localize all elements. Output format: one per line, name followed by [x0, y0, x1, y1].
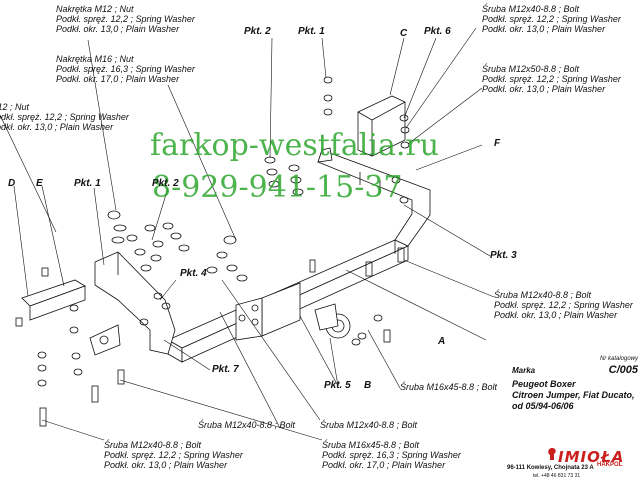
- callout-line: Podkł. okr. 13,0 ; Plain Washer: [56, 24, 180, 34]
- vehicle-model-line: od 05/94-06/06: [512, 401, 574, 411]
- company-phone: tel. +48 46 831 73 31: [533, 473, 581, 479]
- callout-bolt-top-right-1: Śruba M12x40-8.8 ; Bolt Podkł. spręż. 12…: [482, 4, 621, 34]
- callout-line: Podkł. okr. 17,0 ; Plain Washer: [56, 74, 180, 84]
- bolts: [15, 247, 405, 427]
- logo-sub: HAKPOL: [597, 462, 623, 468]
- vehicle-model-line: Peugeot Boxer: [512, 379, 576, 389]
- small-plate: [89, 324, 121, 356]
- label-pkt5: Pkt. 5: [324, 380, 351, 391]
- callout-line: Podkł. spręż. 12,2 ; Spring Washer: [56, 14, 195, 24]
- part-letter-b: B: [364, 380, 372, 391]
- callout-line: Śruba M12x40-8.8 ; Bolt: [482, 4, 580, 14]
- callout-bolt-m12-mid-2: Śruba M12x40-8.8 ; Bolt: [320, 420, 417, 430]
- label-pkt4: Pkt. 4: [180, 268, 207, 279]
- vehicle-model-line: Citroen Jumper, Fiat Ducato,: [512, 390, 635, 400]
- catalog-row: Marka C/005: [512, 364, 638, 376]
- title-block: Nr katalogowy Marka C/005 Peugeot Boxer …: [512, 356, 638, 412]
- watermark-website: farkop-westfalia.ru: [150, 128, 440, 163]
- logo-name: IMIOŁA: [558, 448, 625, 466]
- callout-line: Podkł. spręż. 12,2 ; Spring Washer: [104, 450, 243, 460]
- callout-line: Śruba M16x45-8.8 ; Bolt: [322, 440, 420, 450]
- callout-line: Podkł. spręż. 16,3 ; Spring Washer: [56, 64, 195, 74]
- callout-bolt-right: Śruba M12x40-8.8 ; Bolt Podkł. spręż. 12…: [494, 290, 633, 320]
- callout-line: Podkł. okr. 13,0 ; Plain Washer: [0, 122, 114, 132]
- callout-bolt-bottom-mid: Śruba M16x45-8.8 ; Bolt Podkł. spręż. 16…: [322, 440, 461, 470]
- callout-bolt-top-right-2: Śruba M12x50-8.8 ; Bolt Podkł. spręż. 12…: [482, 64, 621, 94]
- callout-line: Podkł. spręż. 12,2 ; Spring Washer: [482, 74, 621, 84]
- callout-line: Podkł. okr. 13,0 ; Plain Washer: [494, 310, 618, 320]
- callout-bolt-m16-single: Śruba M16x45-8.8 ; Bolt: [400, 382, 497, 392]
- top-bracket: [357, 95, 406, 157]
- catalog-number: C/005: [608, 364, 638, 376]
- label-pkt6: Pkt. 6: [424, 26, 451, 37]
- part-letter-e: E: [36, 178, 43, 189]
- callout-line: Podkł. okr. 13,0 ; Plain Washer: [104, 460, 228, 470]
- callout-left-partial: M12 ; Nut Podkł. spręż. 12,2 ; Spring Wa…: [0, 102, 129, 132]
- callout-bolt-m12-mid-1: Śruba M12x40-8.8 ; Bolt: [198, 420, 295, 430]
- part-letter-d: D: [8, 178, 16, 189]
- callout-nut-m16: Nakrętka M16 ; Nut Podkł. spręż. 16,3 ; …: [56, 54, 195, 84]
- callout-line: Śruba M12x40-8.8 ; Bolt: [494, 290, 592, 300]
- watermark-phone: 8-929-941-15-37: [152, 170, 403, 205]
- vehicle-models: Peugeot Boxer Citroen Jumper, Fiat Ducat…: [512, 379, 638, 412]
- callout-line: Śruba M12x40-8.8 ; Bolt: [104, 440, 202, 450]
- label-pkt7: Pkt. 7: [212, 364, 239, 375]
- callout-line: Śruba M12x50-8.8 ; Bolt: [482, 64, 580, 74]
- callout-line: Podkł. spręż. 16,3 ; Spring Washer: [322, 450, 461, 460]
- callout-line: Śruba M16x45-8.8 ; Bolt: [400, 382, 498, 392]
- make-label: Marka: [512, 366, 536, 375]
- hitch-logo-icon: [548, 448, 556, 460]
- callout-line: M12 ; Nut: [0, 102, 30, 112]
- left-bracket: [21, 251, 176, 355]
- callout-line: Nakrętka M16 ; Nut: [56, 54, 134, 64]
- callout-line: Podkł. okr. 17,0 ; Plain Washer: [322, 460, 446, 470]
- label-pkt3: Pkt. 3: [490, 250, 517, 261]
- callout-line: Podkł. spręż. 12,2 ; Spring Washer: [494, 300, 633, 310]
- catalog-label: Nr katalogowy: [599, 356, 638, 362]
- callout-line: Śruba M12x40-8.8 ; Bolt: [198, 420, 296, 430]
- label-pkt2-left: Pkt. 2: [152, 178, 179, 189]
- label-pkt2-top: Pkt. 2: [244, 26, 271, 37]
- part-letter-a: A: [438, 336, 446, 347]
- part-letter-c: C: [400, 28, 408, 39]
- part-letter-f: F: [494, 138, 501, 149]
- label-pkt1-top: Pkt. 1: [298, 26, 325, 37]
- callout-line: Podkł. spręż. 12,2 ; Spring Washer: [0, 112, 129, 122]
- callout-line: Śruba M12x40-8.8 ; Bolt: [320, 420, 418, 430]
- label-pkt1-left: Pkt. 1: [74, 178, 101, 189]
- company-address: 96-111 Kowiesy, Chojnata 23 A: [507, 465, 594, 471]
- callout-line: Podkł. okr. 13,0 ; Plain Washer: [482, 84, 606, 94]
- callout-bolt-bottom-left: Śruba M12x40-8.8 ; Bolt Podkł. spręż. 12…: [104, 440, 243, 470]
- leader-lines: [0, 27, 495, 441]
- callout-line: Podkł. spręż. 12,2 ; Spring Washer: [482, 14, 621, 24]
- callout-line: Nakrętka M12 ; Nut: [56, 4, 134, 14]
- callout-line: Podkł. okr. 13,0 ; Plain Washer: [482, 24, 606, 34]
- callout-nut-m12: Nakrętka M12 ; Nut Podkł. spręż. 12,2 ; …: [56, 4, 195, 34]
